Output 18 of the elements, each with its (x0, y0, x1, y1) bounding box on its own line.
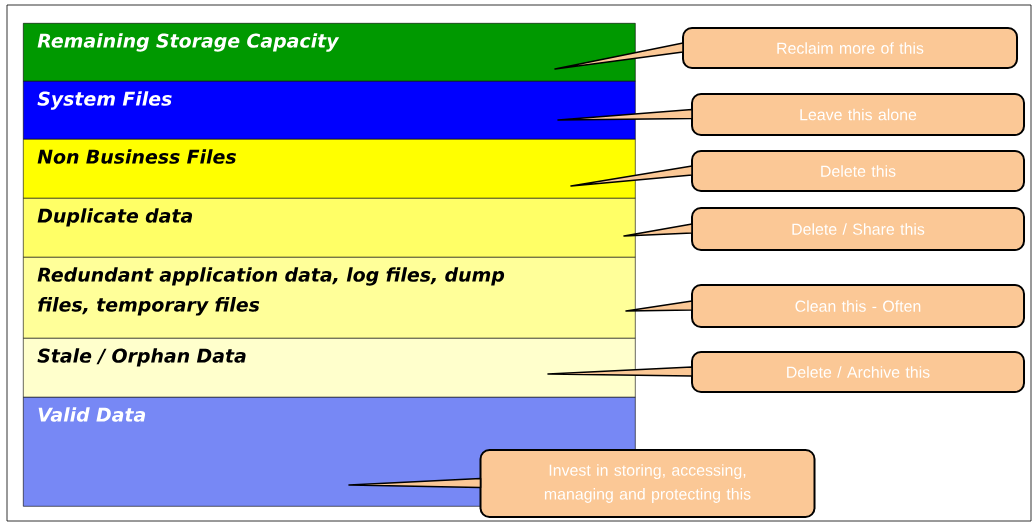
callout-pointer (570, 165, 693, 187)
callout-pointer (547, 366, 693, 377)
storage-band: Duplicate data (23, 198, 636, 258)
storage-band: Non Business Files (23, 139, 636, 199)
callout-pointer (623, 223, 693, 237)
callout-bubble: Leave this alone (691, 93, 1025, 136)
callout-bubble: Invest in storing, accessing, managing and protecting this (479, 449, 816, 518)
storage-band: Remaining Storage Capacity (23, 23, 636, 82)
callout-bubble: Delete / Archive this (691, 351, 1025, 393)
callout-pointer (625, 300, 693, 312)
callout-bubble: Delete / Share this (691, 207, 1025, 251)
callout-pointer (554, 42, 684, 70)
callout-pointer (348, 477, 482, 489)
storage-band: Stale / Orphan Data (23, 338, 636, 398)
storage-band: System Files (23, 81, 636, 140)
callout-pointer (557, 108, 693, 121)
callout-bubble: Clean this - Often (691, 284, 1025, 328)
storage-band: Redundant application data, log files, dump files, temporary files (23, 257, 636, 339)
